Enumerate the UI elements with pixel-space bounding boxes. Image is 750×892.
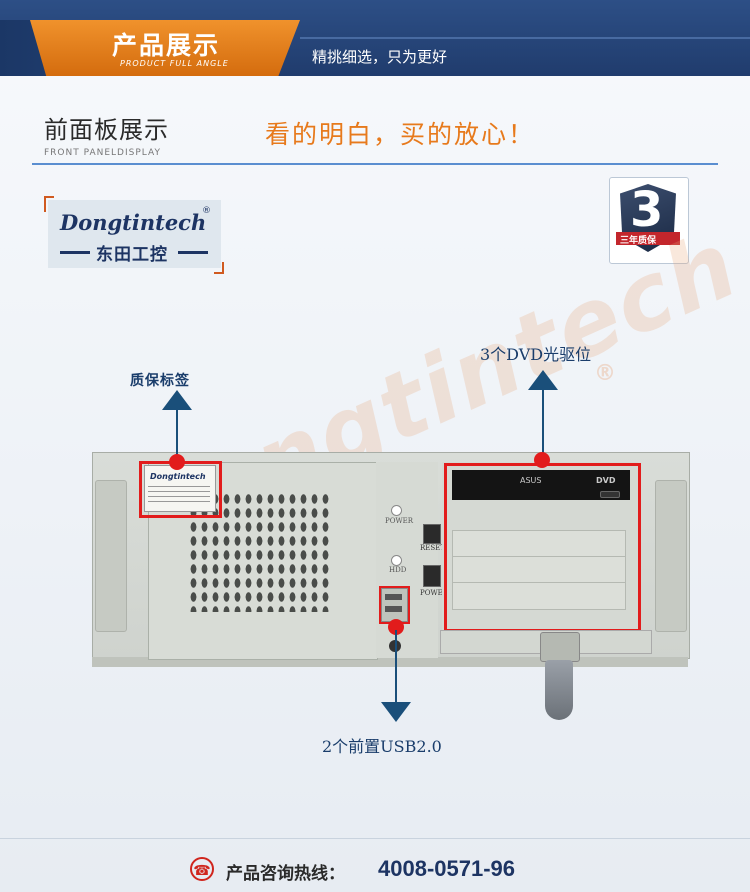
- power-led-icon: [391, 505, 402, 516]
- usb-panel: [381, 588, 408, 622]
- annotation-label: 质保标签: [130, 373, 190, 389]
- hdd-led-icon: [391, 555, 402, 566]
- brand-logo: [48, 200, 221, 268]
- section-divider: [32, 163, 718, 165]
- hdd-led-label: HDD: [389, 566, 407, 574]
- logo-name-cn: 东田工控: [96, 245, 168, 265]
- marker-dot: [169, 454, 185, 470]
- footer-phone[interactable]: 4008-0571-96: [378, 856, 516, 881]
- dvd-brand: ASUS: [520, 476, 542, 485]
- banner-subtitle: PRODUCT FULL ANGLE: [120, 59, 229, 68]
- annotation-dvd: 3个DVD光驱位: [480, 345, 592, 364]
- arrow-down-icon: [381, 702, 411, 722]
- pointer-line: [395, 630, 397, 702]
- banner-divider: [300, 37, 750, 39]
- power-button[interactable]: [423, 565, 441, 587]
- usb-port: [385, 606, 402, 612]
- arrow-up-icon: [528, 370, 558, 390]
- marker-dot: [388, 619, 404, 635]
- reset-button[interactable]: [423, 524, 441, 544]
- logo-reg-mark: ®: [202, 206, 211, 216]
- dvd-logo: DVD: [596, 476, 616, 485]
- highlight-label: [139, 461, 222, 518]
- power-button-label: POWER: [420, 589, 449, 597]
- logo-dash: [60, 251, 90, 254]
- logo-frame-corner: [214, 262, 224, 274]
- handle-left: [95, 480, 127, 632]
- highlight-dvd-bays: [444, 463, 641, 632]
- label-lines: [148, 486, 210, 506]
- control-panel: [376, 462, 438, 658]
- dvd-eject-button: [600, 491, 620, 498]
- section-slogan: 看的明白，买的放心！: [265, 120, 536, 149]
- annotation-usb: 2个前置USB2.0: [322, 737, 442, 756]
- phone-icon: ☎: [190, 857, 214, 881]
- marker-dot: [534, 452, 550, 468]
- usb-port: [385, 594, 402, 600]
- warranty-band: [616, 232, 680, 245]
- banner-orange-tab: [30, 20, 300, 76]
- pointer-line: [176, 408, 178, 462]
- logo-frame-corner: [44, 196, 54, 212]
- warranty-number: 3: [630, 182, 664, 238]
- footer-divider: [0, 838, 750, 839]
- handle-right: [655, 480, 687, 632]
- section-subtitle: FRONT PANELDISPLAY: [44, 148, 161, 158]
- logo-dash: [178, 251, 208, 254]
- arrow-up-icon: [162, 390, 192, 410]
- air-vents: [188, 492, 333, 612]
- reset-label: RESET: [420, 544, 445, 552]
- label-brand: Dongtintech: [150, 472, 206, 481]
- banner-slogan: 精挑细选，只为更好: [312, 48, 448, 66]
- key-icon: [545, 660, 573, 720]
- chassis-bottom: [92, 657, 688, 667]
- drive-bay-cover: [452, 582, 626, 610]
- logo-name-en: Dongtintech: [60, 210, 207, 235]
- warranty-text: 三年质保: [620, 236, 657, 246]
- section-title: 前面板展示: [44, 116, 169, 144]
- footer-label: 产品咨询热线：: [226, 864, 345, 884]
- lock: [540, 632, 580, 662]
- power-led-label: POWER: [385, 517, 414, 525]
- watermark-reg: ®: [594, 361, 616, 386]
- pointer-line: [542, 388, 544, 458]
- banner-title: 产品展示: [112, 31, 221, 60]
